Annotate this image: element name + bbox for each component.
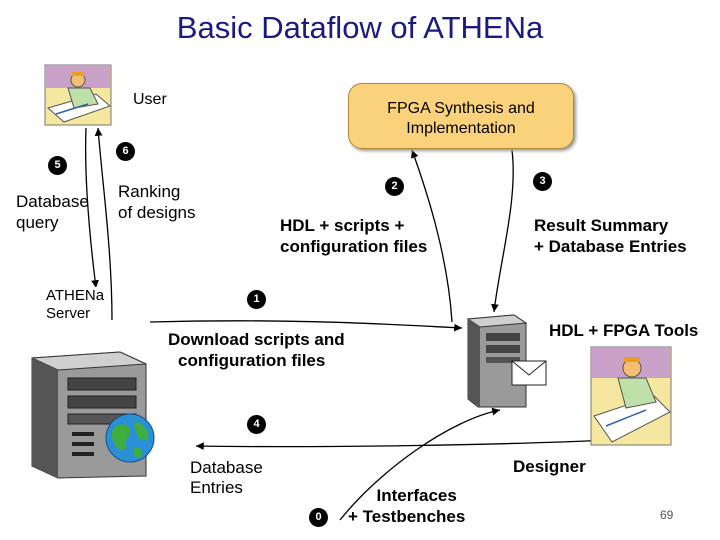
fpga-label-line1: FPGA Synthesis and (387, 100, 535, 117)
database-entries-label: Database Entries (190, 458, 263, 498)
designer-label: Designer (513, 457, 586, 476)
flow-download-arrow (149, 320, 463, 332)
step-4-badge: 4 (247, 415, 266, 434)
athena-server-line2: Server (46, 305, 91, 322)
athena-server-line1: ATHENa (46, 287, 105, 304)
envelope-icon (511, 360, 547, 386)
step-6-badge: 6 (116, 142, 135, 161)
ranking-line2: of designs (118, 203, 196, 222)
download-scripts-label: Download scripts and configuration files (168, 329, 345, 371)
user-label: User (133, 91, 167, 108)
step-0-badge: 0 (309, 508, 328, 527)
designer-clipart-icon (590, 346, 672, 446)
interfaces-label: Interfaces + Testbenches (348, 485, 465, 527)
database-query-line2: query (16, 213, 59, 232)
database-entries-line1: Database (190, 458, 263, 477)
flow-entries-arrow (195, 439, 611, 451)
flow-result-arrow (491, 149, 514, 313)
interfaces-line2: + Testbenches (348, 507, 466, 526)
result-summary-line1: Result Summary (534, 216, 669, 235)
hdl-scripts-label: HDL + scripts + configuration files (280, 215, 427, 257)
interfaces-line1: Interfaces (376, 486, 457, 505)
hdl-scripts-line2: configuration files (280, 237, 428, 256)
database-query-line1: Database (16, 192, 89, 211)
download-scripts-line1: Download scripts and (168, 330, 345, 349)
slide-title: Basic Dataflow of ATHENa (176, 10, 544, 45)
fpga-synthesis-box: FPGA Synthesis and Implementation (348, 83, 574, 149)
flow-query-arrow (84, 127, 99, 289)
flow-ranking-arrow (94, 127, 113, 321)
hdl-fpga-tools-label: HDL + FPGA Tools (549, 321, 699, 340)
globe-icon (104, 412, 156, 464)
download-scripts-line2: configuration files (178, 351, 326, 370)
step-2-badge: 2 (385, 177, 404, 196)
hdl-scripts-line1: HDL + scripts + (280, 216, 405, 235)
step-1-badge: 1 (247, 290, 266, 309)
step-3-badge: 3 (533, 172, 552, 191)
database-entries-line2: Entries (190, 478, 243, 497)
fpga-label-line2: Implementation (406, 120, 516, 137)
step-5-badge: 5 (48, 156, 67, 175)
database-query-label: Database query (16, 191, 89, 233)
flow-hdl-arrow (410, 149, 453, 323)
user-clipart-icon (44, 64, 112, 126)
ranking-line1: Ranking (118, 182, 181, 201)
flow-interfaces-arrow (339, 407, 501, 521)
ranking-label: Ranking of designs (118, 181, 196, 223)
result-summary-line2: + Database Entries (534, 237, 687, 256)
athena-server-label: ATHENa Server (46, 287, 105, 323)
page-number: 69 (660, 508, 674, 522)
result-summary-label: Result Summary + Database Entries (534, 215, 687, 257)
